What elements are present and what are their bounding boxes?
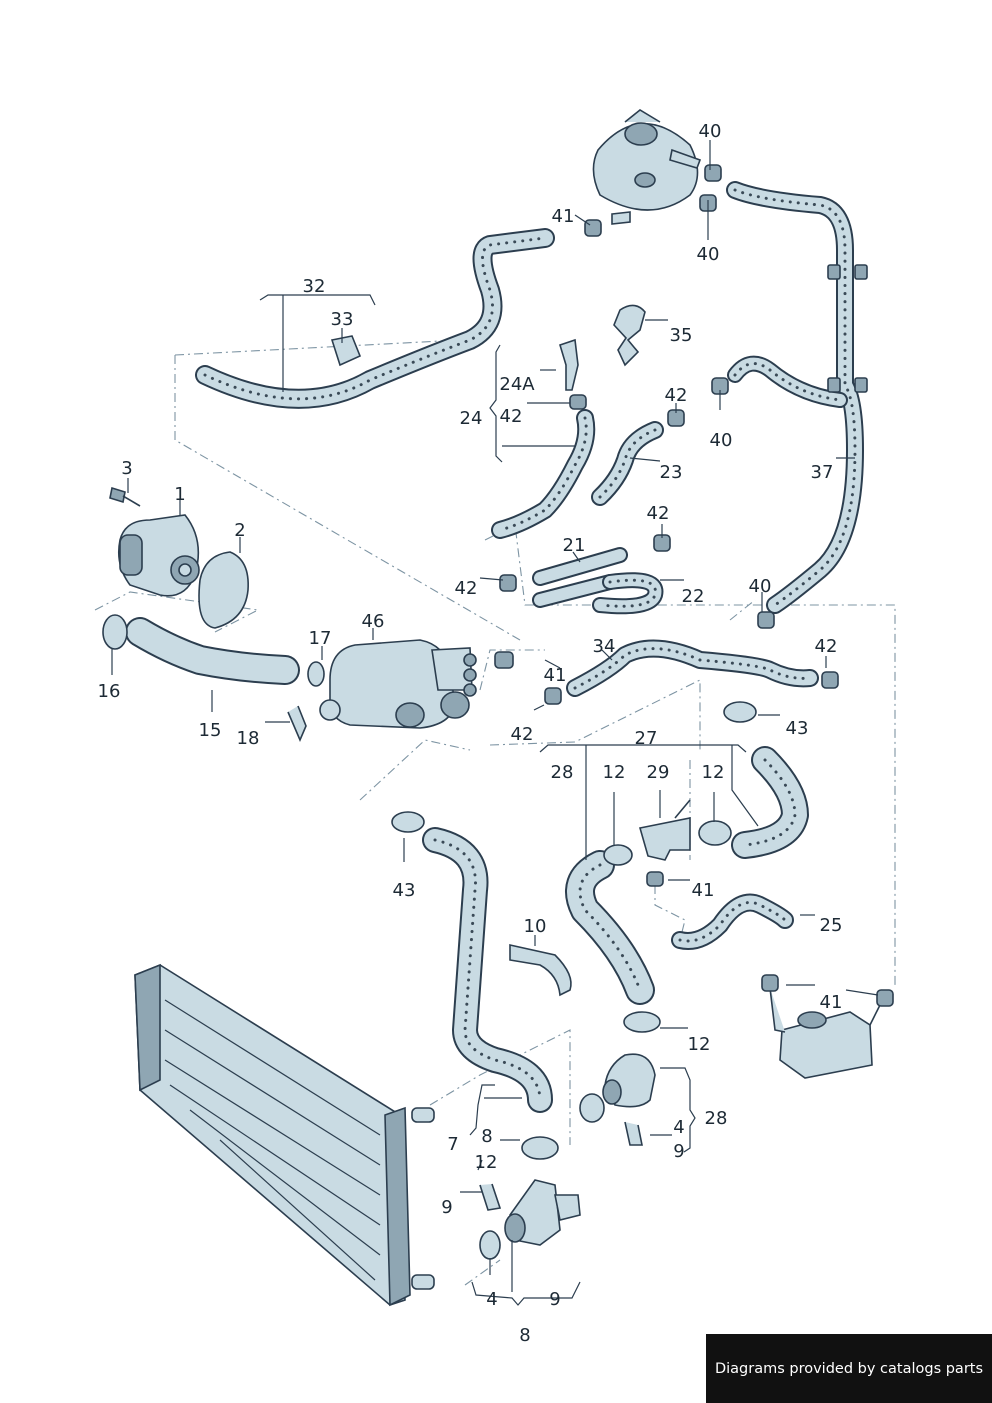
- callout: 41: [820, 992, 843, 1013]
- callout: 24A: [499, 374, 535, 395]
- callout: 42: [647, 503, 670, 524]
- hose-37-branch: [727, 355, 848, 408]
- callout: 42: [500, 406, 523, 427]
- callout: 34: [593, 636, 616, 657]
- callout: 25: [820, 915, 843, 936]
- callout: 12: [702, 762, 725, 783]
- elbow-connector: [602, 1053, 656, 1108]
- callout: 12: [688, 1034, 711, 1055]
- lower-t-connector: [504, 1179, 581, 1246]
- callout: 40: [710, 430, 733, 451]
- callout: 15: [199, 720, 222, 741]
- callout: 43: [786, 718, 809, 739]
- callout: 42: [815, 636, 838, 657]
- hose-lower-28: [565, 850, 655, 1005]
- callout: 10: [524, 916, 547, 937]
- bolt: [109, 486, 141, 507]
- callout: 9: [673, 1141, 684, 1162]
- callout: 4: [486, 1289, 497, 1310]
- oil-cooler: [769, 987, 886, 1079]
- callout: 40: [699, 121, 722, 142]
- hose-25: [671, 893, 794, 950]
- leader-lines: [111, 140, 879, 1306]
- callout: 16: [98, 681, 121, 702]
- callout: 42: [511, 724, 534, 745]
- callout: 7: [447, 1134, 458, 1155]
- mechanical-parts: [102, 164, 894, 1260]
- credit-text: Diagrams provided by catalogs parts: [714, 1360, 984, 1377]
- hose-clamps: [391, 701, 757, 1160]
- callout: 32: [303, 276, 326, 297]
- callout: 40: [697, 244, 720, 265]
- hose-upper-43: [422, 827, 553, 1113]
- callout: 41: [552, 206, 575, 227]
- callout: 28: [551, 762, 574, 783]
- bracket: [509, 944, 572, 997]
- callout: 2: [234, 520, 245, 541]
- callout: 9: [441, 1197, 452, 1218]
- expansion-tank: [592, 109, 702, 225]
- t-connector: [638, 799, 691, 861]
- callout: 17: [309, 628, 332, 649]
- callout: 35: [670, 325, 693, 346]
- thermostat-housing: [319, 639, 477, 729]
- callout: 21: [563, 535, 586, 556]
- callout: 18: [237, 728, 260, 749]
- clip-9-lower: [479, 1183, 502, 1211]
- callout: 9: [549, 1289, 560, 1310]
- seal-ring: [307, 661, 325, 687]
- callout: 12: [475, 1152, 498, 1173]
- callout: 42: [455, 578, 478, 599]
- water-pump: [117, 514, 200, 597]
- hose-34: [566, 639, 819, 697]
- callout: 3: [121, 458, 132, 479]
- credit-banner: Diagrams provided by catalogs parts: [706, 1334, 992, 1403]
- callout: 22: [682, 586, 705, 607]
- callout: 41: [692, 880, 715, 901]
- callout: 27: [635, 728, 658, 749]
- callout: 1: [174, 484, 185, 505]
- hose-23: [591, 421, 664, 506]
- hose-clip-33: [330, 335, 362, 367]
- hoses: [125, 181, 864, 1113]
- clip-9-upper: [624, 1121, 643, 1146]
- hose-37: [726, 181, 864, 614]
- callout-labels: 40 41 40 32 33 35 24A 42 24 42 40 37 23 …: [98, 121, 843, 1346]
- o-ring-bottom: [479, 1230, 501, 1260]
- radiator: [134, 963, 435, 1307]
- clip-bracket: [613, 304, 646, 367]
- gasket: [198, 551, 249, 629]
- callout: 37: [811, 462, 834, 483]
- callout: 24: [460, 408, 483, 429]
- callout: 28: [705, 1108, 728, 1129]
- callout: 46: [362, 611, 385, 632]
- pipe-15: [125, 617, 300, 685]
- radiator-fins: [164, 999, 381, 1281]
- callout: 40: [749, 576, 772, 597]
- callout: 41: [544, 665, 567, 686]
- hose-24: [491, 409, 596, 539]
- callout: 8: [481, 1126, 492, 1147]
- clip: [287, 705, 307, 743]
- o-ring-lower: [579, 1093, 605, 1123]
- callout: 43: [393, 880, 416, 901]
- hose-32: [195, 228, 555, 409]
- connector-24a: [559, 338, 579, 391]
- callout: 4: [673, 1117, 684, 1138]
- o-ring: [102, 614, 128, 650]
- hose-21: [532, 547, 628, 608]
- callout: 12: [603, 762, 626, 783]
- callout: 42: [665, 385, 688, 406]
- callout: 23: [660, 462, 683, 483]
- callout: 8: [519, 1325, 530, 1346]
- hose-22: [592, 572, 664, 615]
- callout: 33: [331, 309, 354, 330]
- callout: 29: [647, 762, 670, 783]
- hose-27: [731, 746, 809, 859]
